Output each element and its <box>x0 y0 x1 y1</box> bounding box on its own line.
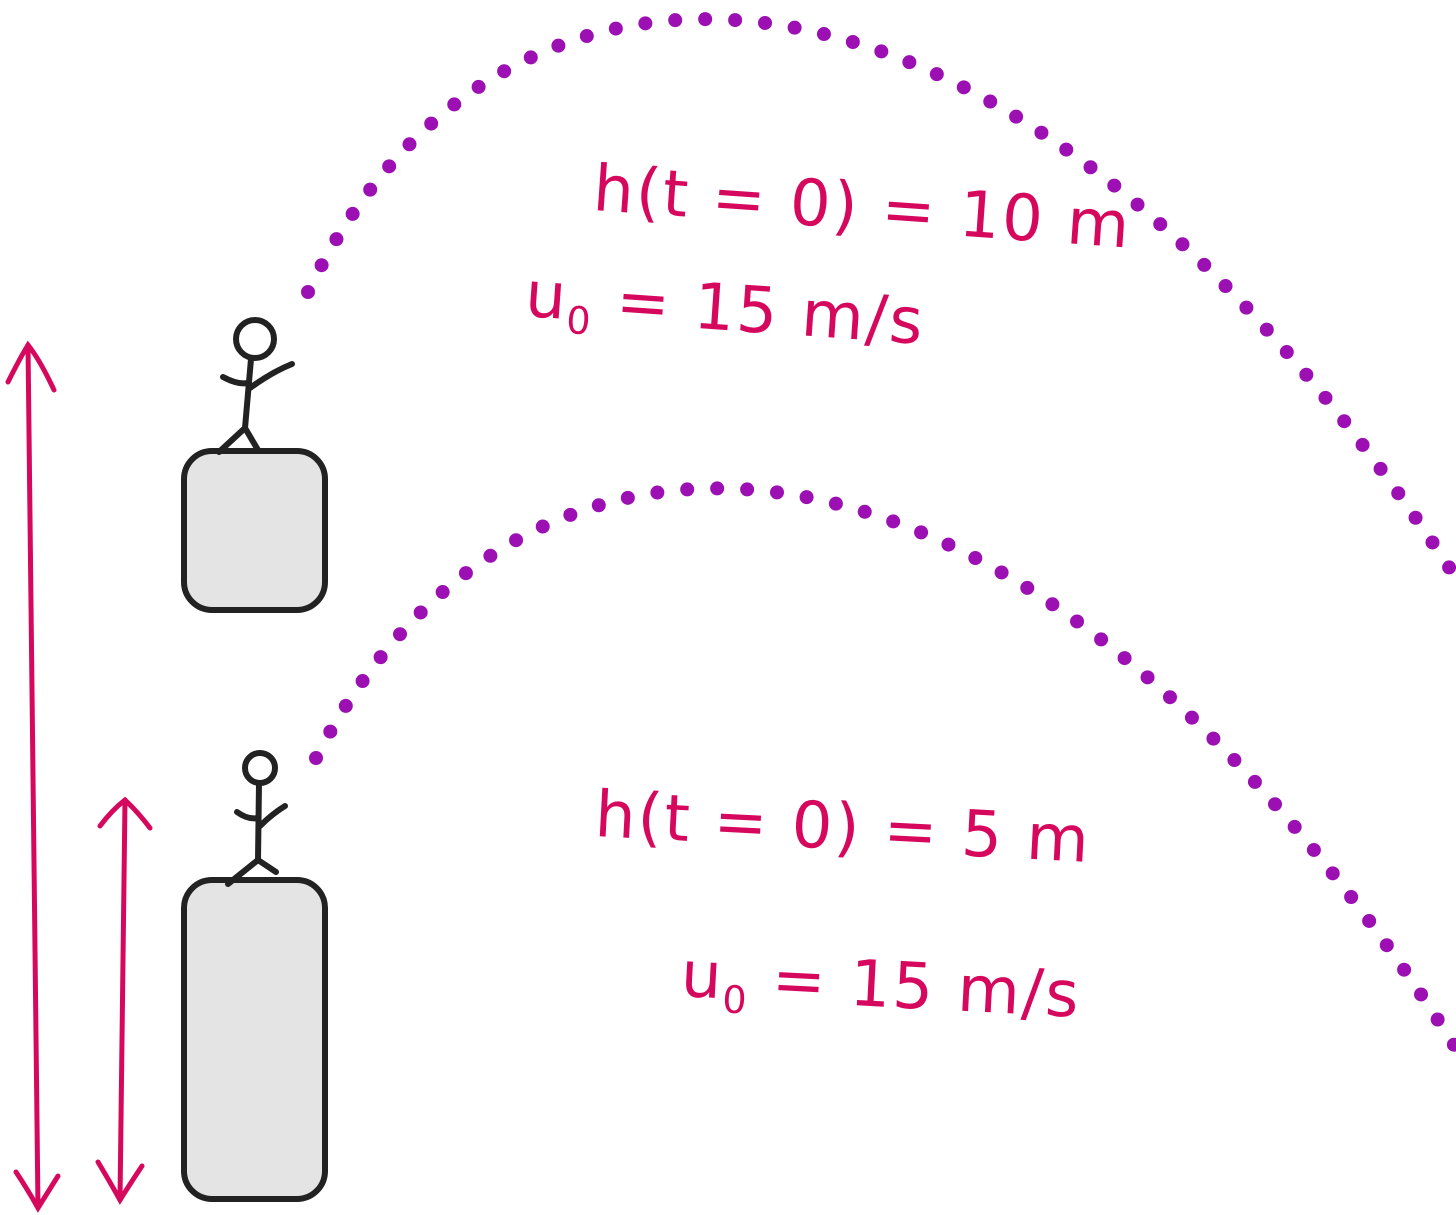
speed-value-low: = 15 m/s <box>748 942 1083 1033</box>
stick-figure-high <box>216 317 295 455</box>
speed-subscript-high: 0 <box>565 298 594 344</box>
height-arrow-high <box>5 340 61 1213</box>
height-arrow-low <box>95 796 153 1205</box>
speed-value-high: = 15 m/s <box>591 263 927 360</box>
speed-symbol-low: u <box>679 938 725 1014</box>
speed-symbol-high: u <box>523 258 571 335</box>
trajectory-high <box>301 12 1456 585</box>
speed-subscript-low: 0 <box>721 977 749 1022</box>
speed-label-high: u0 = 15 m/s <box>522 258 927 367</box>
height-label-low: h(t = 0) = 5 m <box>593 778 1093 878</box>
stick-figure-low <box>225 750 288 887</box>
platform-high <box>181 448 328 613</box>
trajectory-low <box>309 481 1456 1055</box>
platform-low <box>181 877 328 1202</box>
height-label-high: h(t = 0) = 10 m <box>591 152 1134 263</box>
speed-label-low: u0 = 15 m/s <box>679 938 1083 1040</box>
